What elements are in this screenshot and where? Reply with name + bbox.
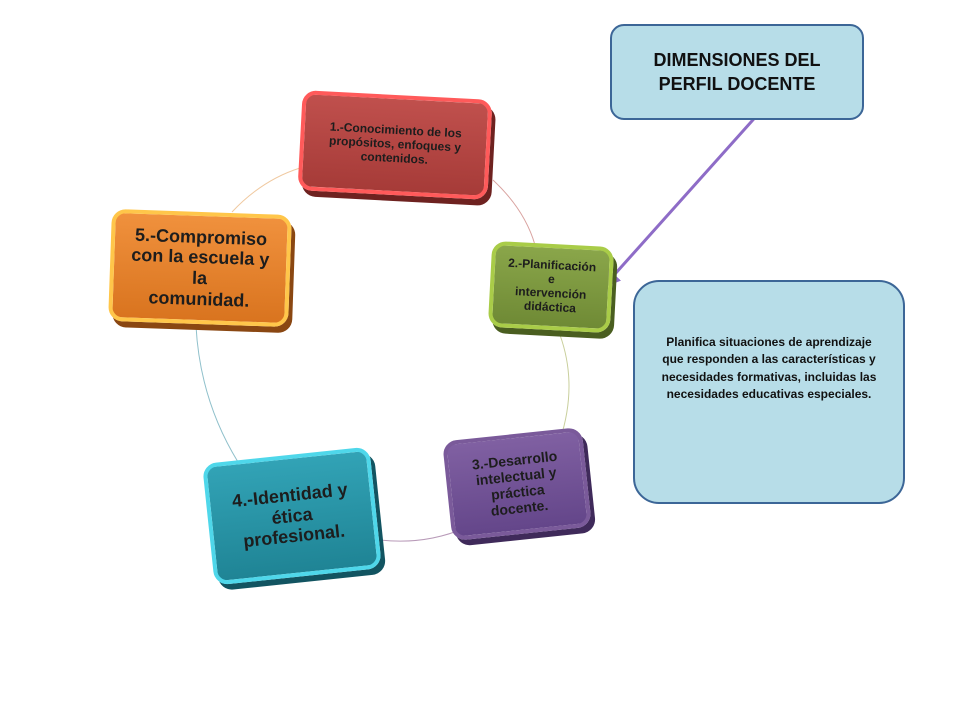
node-5-line-3: comunidad. <box>148 286 250 311</box>
pointer-arrow <box>602 110 762 289</box>
cycle-connector-4-5 <box>195 325 239 463</box>
cycle-node-4: 4.-Identidad y ética profesional. <box>202 446 382 586</box>
cycle-node-1: 1.-Conocimiento de los propósitos, enfoq… <box>297 90 493 200</box>
description-box: Planifica situaciones de aprendizaje que… <box>633 280 905 504</box>
description-text: Planifica situaciones de aprendizaje que… <box>661 335 877 402</box>
cycle-connector-2-3 <box>559 334 570 441</box>
node-5-line-2: con la escuela y la <box>131 244 270 289</box>
cycle-node-3: 3.-Desarrollo intelectual y práctica doc… <box>442 426 592 542</box>
title-line-2: PERFIL DOCENTE <box>658 74 816 94</box>
cycle-connector-1-2 <box>492 179 536 246</box>
cycle-node-2: 2.-Planificación e intervención didáctic… <box>487 240 615 334</box>
cycle-node-5: 5.-Compromiso con la escuela y la comuni… <box>108 208 292 328</box>
title-box: DIMENSIONES DEL PERFIL DOCENTE <box>610 24 864 120</box>
title-line-1: DIMENSIONES DEL <box>653 49 821 70</box>
cycle-connector-5-1 <box>231 167 301 213</box>
